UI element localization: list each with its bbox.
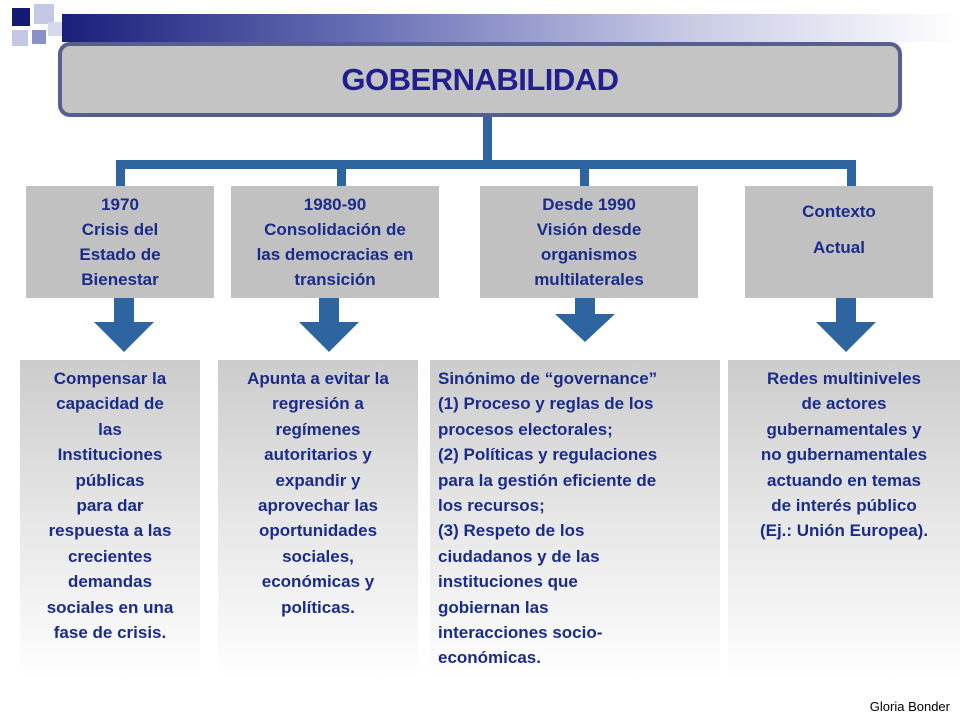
description-line: (3) Respeto de los xyxy=(438,521,585,541)
down-arrow-icon xyxy=(816,298,876,352)
description-line: políticas. xyxy=(281,597,355,617)
down-arrow-icon xyxy=(94,298,154,352)
connector-drop-2 xyxy=(337,160,346,186)
description-line: instituciones que xyxy=(438,572,578,592)
category-line: 1970 xyxy=(101,195,139,214)
header-gradient-bar xyxy=(62,14,960,42)
category-line: Estado de xyxy=(79,245,161,264)
description-line: gobiernan las xyxy=(438,597,549,617)
description-line: interacciones socio- xyxy=(438,623,603,643)
description-line: públicas xyxy=(75,470,145,490)
description-line: regímenes xyxy=(275,419,361,439)
description-line: demandas xyxy=(67,572,153,592)
description-line: autoritarios y xyxy=(264,445,372,465)
category-line: Desde 1990 xyxy=(542,195,636,214)
description-line: económicas y xyxy=(261,572,375,592)
description-line: los recursos; xyxy=(438,496,545,516)
down-arrow-icon xyxy=(299,298,359,352)
category-line: Actual xyxy=(813,238,865,257)
connector-horizontal xyxy=(116,160,856,169)
description-line: (1) Proceso y reglas de los xyxy=(438,394,654,414)
description-line: aprovechar las xyxy=(257,496,378,516)
description-line: crecientes xyxy=(67,546,153,566)
description-line: sociales, xyxy=(282,546,354,566)
description-line: sociales en una xyxy=(46,597,174,617)
description-line: expandir y xyxy=(275,470,361,490)
connector-drop-4 xyxy=(847,160,856,186)
description-line: gubernamentales y xyxy=(766,419,922,439)
connector-drop-1 xyxy=(116,160,125,186)
category-line: Contexto xyxy=(802,202,876,221)
description-box-desde-1990: Sinónimo de “governance” (1) Proceso y re… xyxy=(430,360,720,680)
description-box-contexto-actual: Redes multiniveles de actores gubernamenta… xyxy=(728,360,960,680)
category-line: organismos xyxy=(540,245,638,264)
down-arrow-icon xyxy=(555,298,615,342)
description-box-1980-90: Apunta a evitar la regresión a regímenes au… xyxy=(218,360,418,680)
description-line: para dar xyxy=(76,496,144,516)
description-line: Sinónimo de “governance” xyxy=(438,369,658,388)
category-line: 1980-90 xyxy=(303,195,367,214)
category-line: Bienestar xyxy=(81,270,159,289)
description-line: Compensar la xyxy=(53,369,167,388)
description-line: actuando en temas xyxy=(767,470,921,490)
description-line: ciudadanos y de las xyxy=(438,546,600,566)
corner-square-light xyxy=(12,30,28,46)
description-line: no gubernamentales xyxy=(760,445,928,465)
description-line: Apunta a evitar la xyxy=(247,369,389,388)
category-line: transición xyxy=(294,270,376,289)
description-line: para la gestión eficiente de xyxy=(438,470,657,490)
category-line: Consolidación de xyxy=(264,220,406,239)
description-line: económicas. xyxy=(438,648,541,668)
connector-trunk xyxy=(483,117,492,163)
description-line: de interés público xyxy=(771,496,917,516)
description-line: de actores xyxy=(801,394,887,414)
description-line: procesos electorales; xyxy=(438,419,613,439)
category-line: Crisis del xyxy=(81,220,159,239)
description-line: las xyxy=(98,419,122,439)
description-line: (2) Políticas y regulaciones xyxy=(438,445,658,465)
title-box: GOBERNABILIDAD xyxy=(58,42,902,117)
description-line: regresión a xyxy=(272,394,364,414)
corner-square-mid xyxy=(32,30,46,44)
category-line: las democracias en xyxy=(256,245,414,264)
description-line: (Ej.: Unión Europea). xyxy=(759,521,929,541)
description-line: capacidad de xyxy=(56,394,164,414)
corner-square-light xyxy=(48,22,62,36)
description-line: Instituciones xyxy=(57,445,163,465)
connector-drop-3 xyxy=(580,160,589,186)
category-line: Visión desde xyxy=(536,220,642,239)
corner-square-light xyxy=(34,4,54,24)
corner-square-dark xyxy=(12,8,30,26)
category-line: multilaterales xyxy=(534,270,644,289)
description-line: Redes multiniveles xyxy=(766,369,921,388)
description-line: oportunidades xyxy=(258,521,378,541)
description-line: respuesta a las xyxy=(48,521,172,541)
author-credit: Gloria Bonder xyxy=(869,699,950,714)
description-line: fase de crisis. xyxy=(53,623,167,643)
diagram-title: GOBERNABILIDAD xyxy=(341,61,619,97)
